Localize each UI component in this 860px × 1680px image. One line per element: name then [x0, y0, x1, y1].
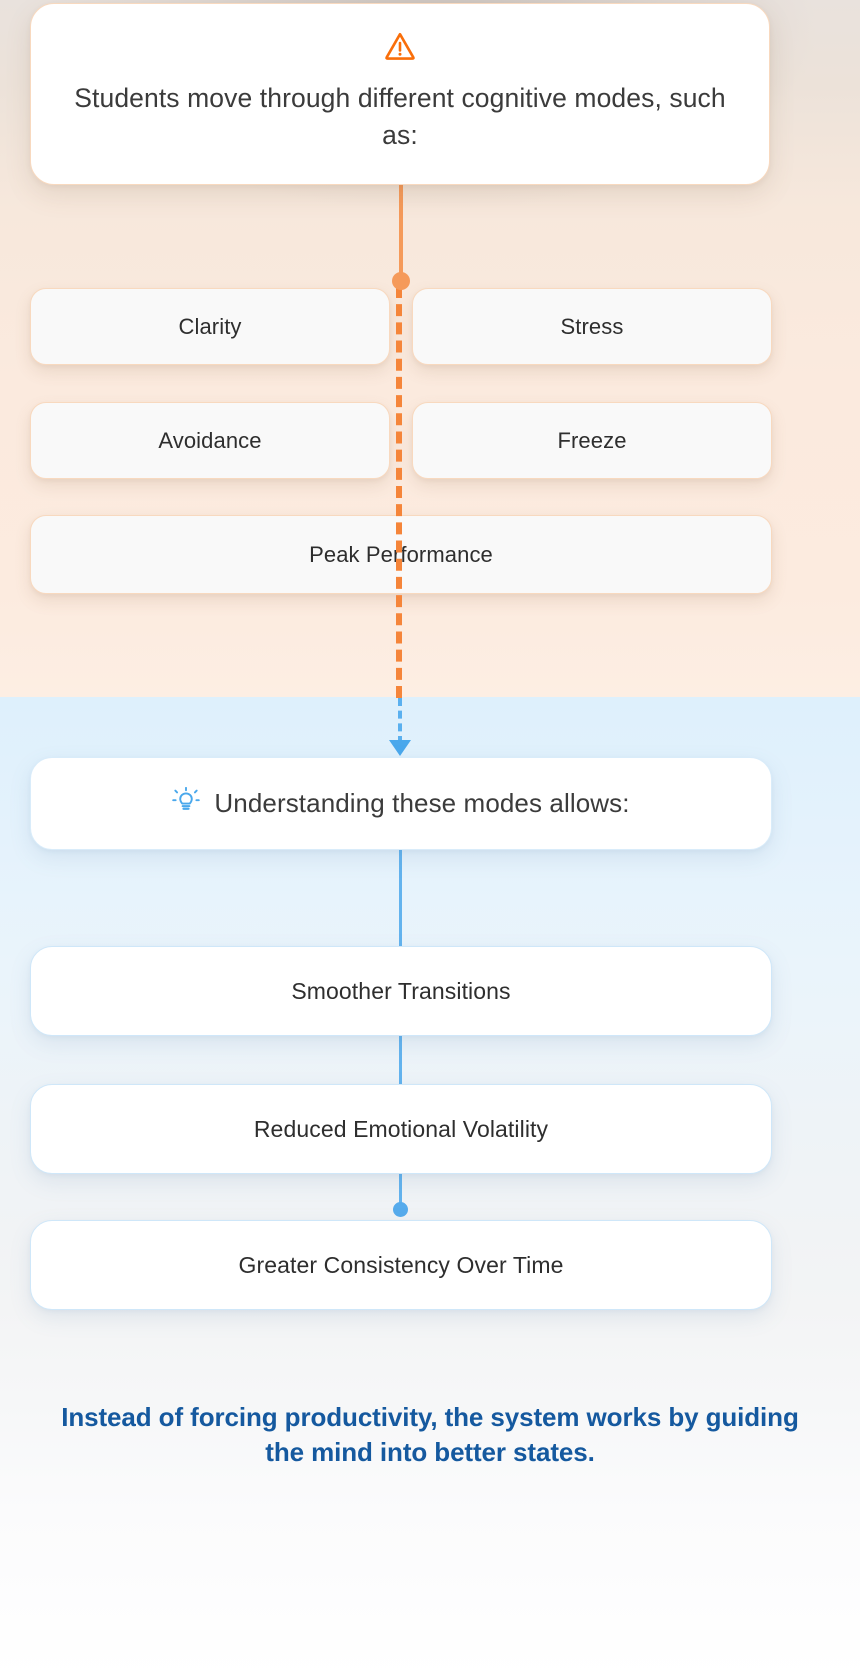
lightbulb-icon	[172, 786, 201, 820]
orange-connector-dot	[392, 272, 410, 290]
cognitive-modes-header-text: Students move through different cognitiv…	[74, 82, 726, 150]
benefits-header-card: Understanding these modes allows:	[30, 757, 772, 850]
footer-section	[0, 1307, 860, 1680]
mode-chip-label: Stress	[560, 313, 624, 339]
footer-statement: Instead of forcing productivity, the sys…	[61, 1402, 799, 1468]
benefit-card-greater-consistency[interactable]: Greater Consistency Over Time	[30, 1220, 772, 1310]
orange-dashed-connector	[396, 286, 402, 698]
mode-chip-label: Avoidance	[158, 427, 262, 453]
benefits-header-text: Understanding these modes allows:	[214, 788, 630, 818]
blue-connector-line-2	[399, 1034, 402, 1088]
blue-dashed-connector	[398, 698, 402, 744]
mode-chip-label: Clarity	[178, 313, 242, 339]
blue-connector-line-3	[399, 1170, 402, 1208]
blue-connector-line-1	[399, 850, 402, 948]
mode-chip-clarity[interactable]: Clarity	[30, 288, 390, 365]
blue-arrowhead-icon	[389, 740, 411, 756]
benefit-card-label: Greater Consistency Over Time	[238, 1251, 564, 1278]
orange-connector-line	[399, 184, 403, 280]
cognitive-modes-header-card: Students move through different cognitiv…	[30, 3, 770, 185]
benefit-card-smoother-transitions[interactable]: Smoother Transitions	[30, 946, 772, 1036]
blue-connector-end-dot	[393, 1202, 408, 1217]
benefit-card-label: Smoother Transitions	[291, 977, 511, 1004]
mode-chip-freeze[interactable]: Freeze	[412, 402, 772, 479]
mode-chip-stress[interactable]: Stress	[412, 288, 772, 365]
warning-triangle-icon	[384, 31, 416, 66]
mode-chip-label: Freeze	[557, 427, 627, 453]
benefit-card-label: Reduced Emotional Volatility	[253, 1115, 549, 1142]
benefit-card-reduced-emotional-volatility[interactable]: Reduced Emotional Volatility	[30, 1084, 772, 1174]
mode-chip-avoidance[interactable]: Avoidance	[30, 402, 390, 479]
